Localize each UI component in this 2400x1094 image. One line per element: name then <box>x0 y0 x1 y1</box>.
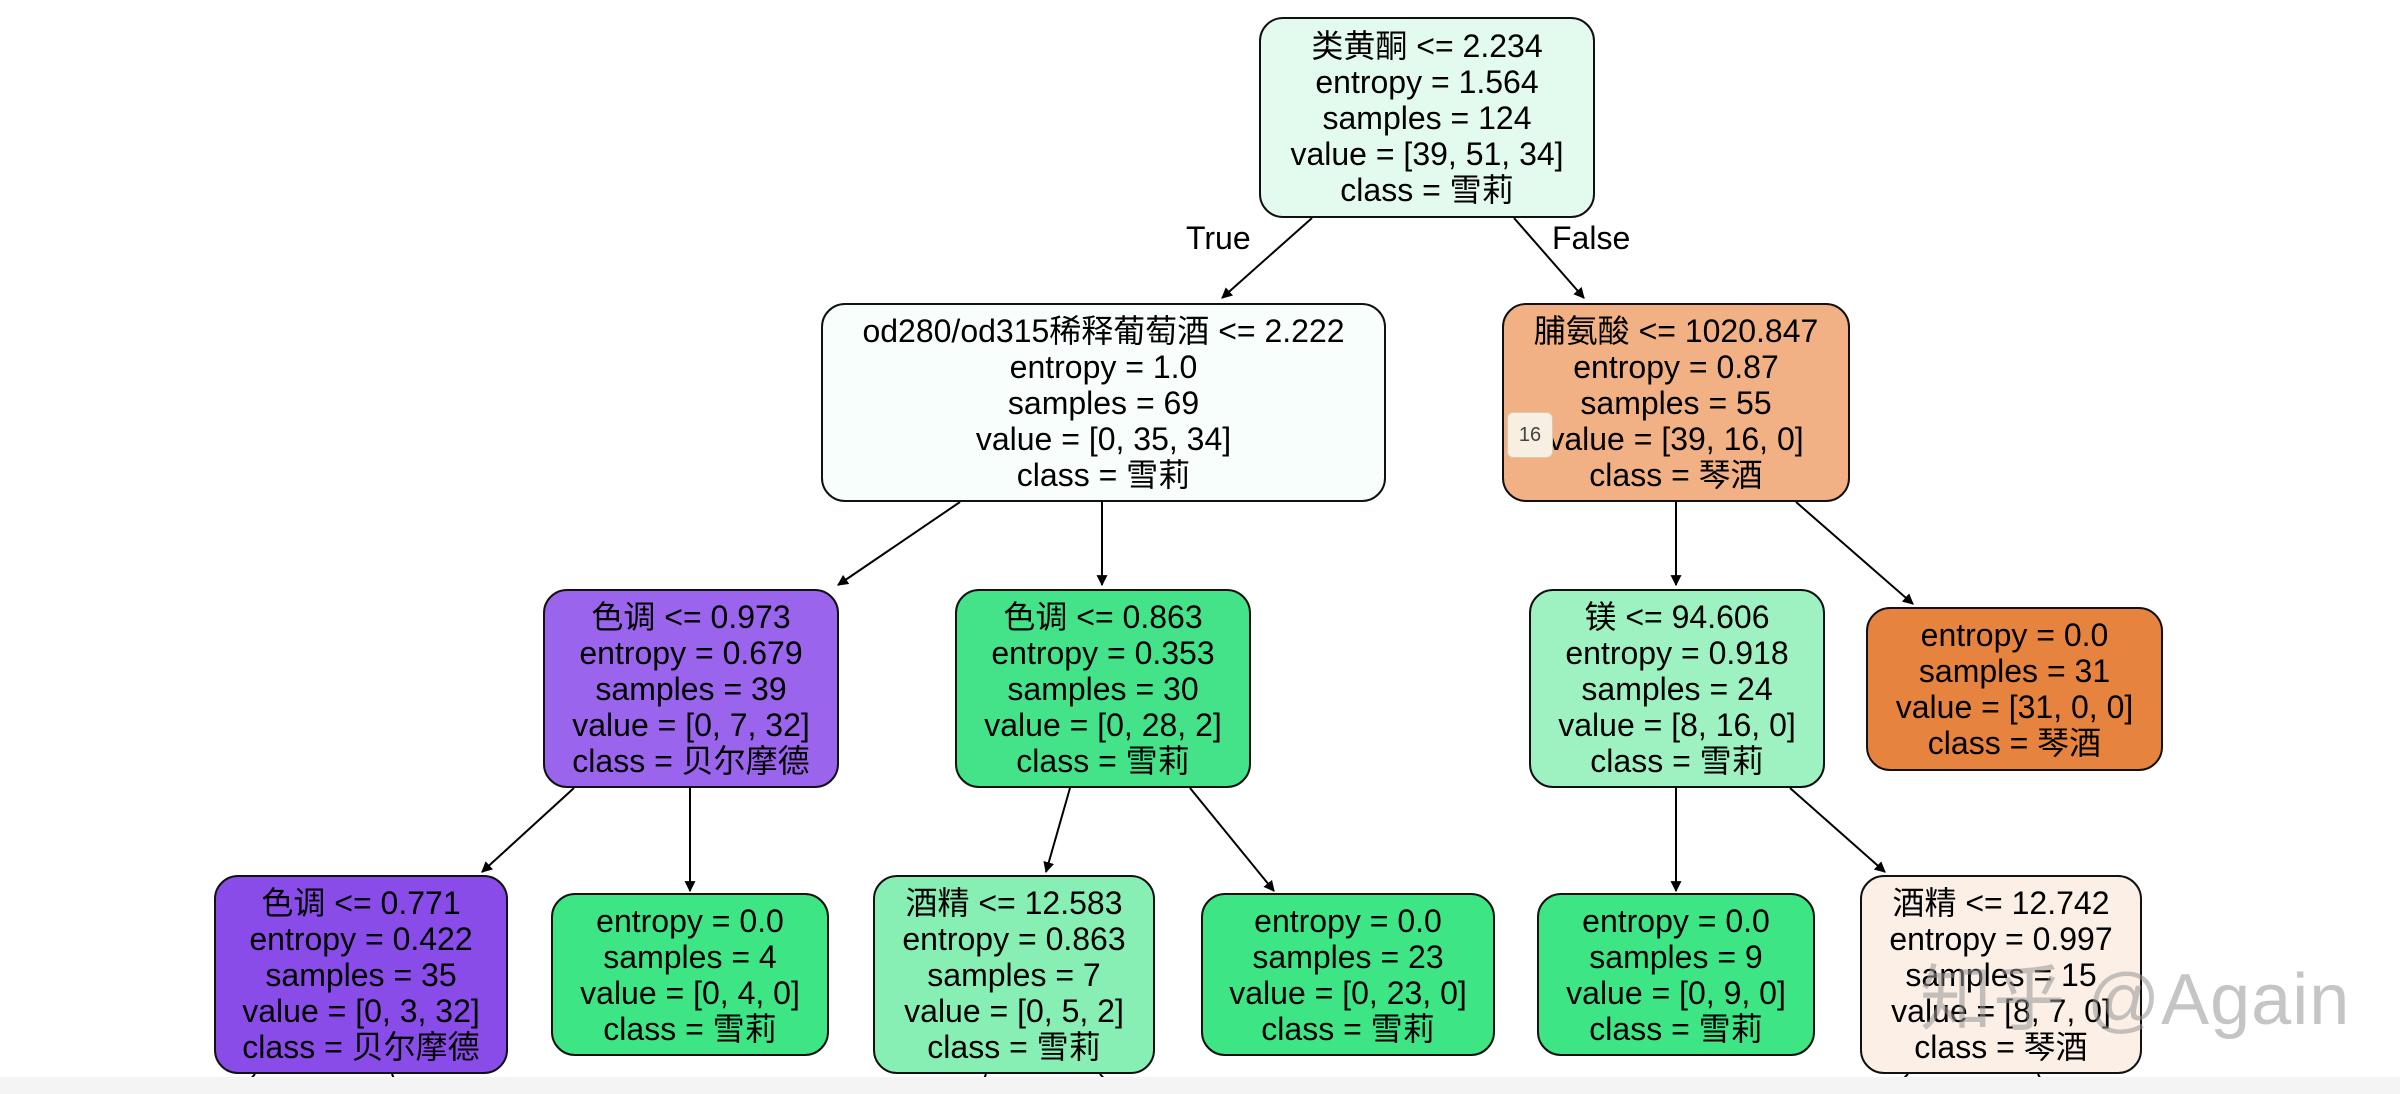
node-line: samples = 124 <box>1322 99 1532 136</box>
node-line: 酒精 <= 12.583 <box>905 884 1123 921</box>
node-line: samples = 30 <box>1007 670 1199 707</box>
edge-root-false <box>1513 217 1585 299</box>
node-line: value = [0, 5, 2] <box>904 992 1124 1029</box>
node-line: samples = 24 <box>1581 670 1773 707</box>
node-line: samples = 23 <box>1252 938 1444 975</box>
node-line: class = 贝尔摩德 <box>242 1028 480 1065</box>
node-line: class = 琴酒 <box>1914 1028 2088 1065</box>
bottom-strip <box>0 1077 2400 1094</box>
edge-label-false: False <box>1552 220 1631 256</box>
node-line: value = [39, 51, 34] <box>1290 135 1564 172</box>
node-line: value = [31, 0, 0] <box>1895 689 2134 725</box>
node-line: entropy = 0.997 <box>1889 920 2113 957</box>
node-line: value = [0, 7, 32] <box>572 706 810 743</box>
node-line: 类黄酮 <= 2.234 <box>1311 27 1543 64</box>
edge-label-true: True <box>1186 220 1251 256</box>
node-line: class = 雪莉 <box>1016 742 1190 779</box>
node-line: value = [0, 9, 0] <box>1566 974 1786 1011</box>
node-line: value = [8, 7, 0] <box>1891 992 2111 1029</box>
page-number-badge: 16 <box>1507 412 1553 458</box>
node-line: class = 雪莉 <box>1589 1010 1763 1047</box>
node-line: samples = 7 <box>927 956 1101 993</box>
node-line: class = 雪莉 <box>1261 1010 1435 1047</box>
node-line: entropy = 0.918 <box>1565 634 1789 671</box>
node-line: value = [8, 16, 0] <box>1558 706 1796 743</box>
node-line: class = 雪莉 <box>1590 742 1764 779</box>
edge-root-true <box>1221 217 1313 299</box>
node-line: entropy = 0.0 <box>1920 617 2109 653</box>
edge-n1-n3 <box>837 501 961 586</box>
node-line: samples = 31 <box>1918 653 2111 689</box>
node-line: 脯氨酸 <= 1020.847 <box>1533 312 1819 349</box>
node-line: 色调 <= 0.863 <box>1003 598 1203 635</box>
edge-n2-n6 <box>1795 501 1914 605</box>
edge-n3-n7 <box>481 787 575 873</box>
node-line: 色调 <= 0.973 <box>591 598 791 635</box>
node-line: samples = 9 <box>1589 938 1763 975</box>
node-line: class = 雪莉 <box>1340 171 1514 208</box>
node-line: class = 琴酒 <box>1589 456 1763 493</box>
edge-n5-n12 <box>1789 787 1886 873</box>
node-line: samples = 15 <box>1905 956 2097 993</box>
node-line: entropy = 0.353 <box>991 634 1215 671</box>
node-line: class = 雪莉 <box>927 1028 1101 1065</box>
node-line: samples = 55 <box>1580 384 1772 421</box>
node-line: value = [39, 16, 0] <box>1548 420 1804 457</box>
node-line: entropy = 0.863 <box>902 920 1126 957</box>
node-line: entropy = 0.679 <box>579 634 803 671</box>
edge-n4-n9 <box>1043 787 1071 874</box>
node-line: 镁 <= 94.606 <box>1584 598 1770 635</box>
node-line: entropy = 0.87 <box>1573 348 1779 385</box>
node-line: value = [0, 3, 32] <box>242 992 480 1029</box>
node-line: entropy = 0.422 <box>249 920 473 957</box>
node-line: class = 贝尔摩德 <box>572 742 810 779</box>
watermark: 知乎 @Again <box>1920 960 2351 1040</box>
node-line: samples = 39 <box>595 670 787 707</box>
edge-n4-n10 <box>1189 787 1275 892</box>
node-line: entropy = 0.0 <box>1254 902 1442 939</box>
node-line: class = 雪莉 <box>603 1010 777 1047</box>
node-line: value = [0, 28, 2] <box>984 706 1222 743</box>
node-line: entropy = 1.0 <box>1009 348 1198 385</box>
node-line: class = 雪莉 <box>1016 456 1191 493</box>
node-line: value = [0, 23, 0] <box>1229 974 1467 1011</box>
node-line: od280/od315稀释葡萄酒 <= 2.222 <box>862 312 1345 349</box>
node-line: 酒精 <= 12.742 <box>1892 884 2110 921</box>
node-line: entropy = 1.564 <box>1315 63 1539 100</box>
node-line: entropy = 0.0 <box>596 902 784 939</box>
node-line: 色调 <= 0.771 <box>261 884 461 921</box>
node-line: entropy = 0.0 <box>1582 902 1770 939</box>
node-line: samples = 4 <box>603 938 777 975</box>
node-line: value = [0, 35, 34] <box>975 420 1232 457</box>
node-line: class = 琴酒 <box>1927 725 2102 761</box>
node-line: value = [0, 4, 0] <box>580 974 800 1011</box>
node-line: samples = 69 <box>1007 384 1200 421</box>
node-line: samples = 35 <box>265 956 457 993</box>
